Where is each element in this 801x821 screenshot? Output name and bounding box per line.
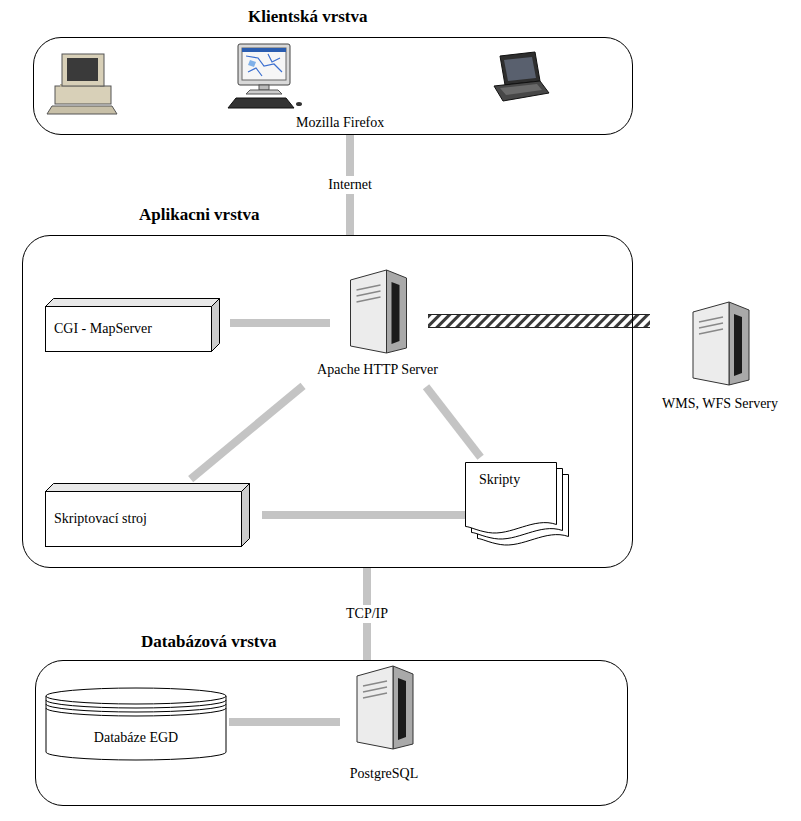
server-tower: [693, 302, 749, 385]
connector-line: [230, 319, 330, 327]
node-label: WMS, WFS Servery: [662, 396, 778, 412]
layer-panel: Databáze EGDPostgreSQLDatabázová vrstva: [35, 660, 628, 806]
connector: [191, 386, 303, 479]
hatch-fill: [428, 315, 650, 327]
pc-case: [55, 86, 111, 104]
connector-line: [346, 135, 354, 235]
connector: [350, 135, 351, 235]
browser-computer-icon: [228, 44, 302, 108]
server-stripe: [392, 282, 400, 344]
server-slot: [357, 291, 381, 296]
server-icon: Apache HTTP Server: [305, 266, 450, 382]
connector: [229, 722, 340, 723]
server-tower: [357, 666, 413, 749]
mouse: [296, 102, 302, 106]
layer-heading: Aplikacni vrstva: [139, 205, 259, 225]
component-box: CGI - MapServer: [45, 298, 220, 352]
monitor-stand: [259, 85, 269, 90]
connector-label: Internet: [325, 176, 375, 194]
pc-monitor: [62, 54, 104, 86]
layer-heading: Klientská vrstva: [248, 7, 367, 27]
title-bar: [242, 48, 286, 52]
box-side: [212, 299, 220, 352]
box-top: [46, 299, 220, 307]
laptop-lid: [500, 52, 540, 85]
cylinder-body: [46, 696, 226, 760]
server-icon: PostgreSQL: [328, 662, 440, 786]
node-label: PostgreSQL: [350, 766, 418, 782]
connector-line: [426, 387, 481, 458]
cylinder-disc: [46, 704, 226, 712]
connector: [230, 323, 330, 324]
node-label: Skripty: [479, 472, 520, 488]
component-box: Skriptovací stroj: [45, 483, 250, 547]
server-slot: [699, 329, 723, 334]
server-slot: [363, 687, 387, 692]
node-label: Databáze EGD: [94, 730, 178, 746]
server-side: [393, 666, 413, 749]
server-side: [387, 270, 407, 353]
node-label: CGI - MapServer: [54, 321, 152, 337]
connector: [426, 387, 481, 458]
laptop-icon: [494, 52, 549, 101]
node-label: Mozilla Firefox: [296, 115, 384, 131]
box-top: [46, 484, 250, 492]
database-cylinder-outline: [45, 686, 227, 762]
cylinder-disc: [46, 700, 226, 708]
database-cylinder: Databáze EGD: [45, 686, 227, 762]
server-front: [357, 666, 393, 749]
server-slot: [699, 317, 723, 322]
box-front: [46, 492, 242, 547]
connector-line: [262, 511, 465, 519]
node-label: Apache HTTP Server: [317, 362, 438, 378]
layer-panel: Mozilla FirefoxKlientská vrstva: [33, 37, 633, 135]
pc-screen: [67, 58, 98, 81]
desktop-computer-icon: [47, 54, 117, 114]
box-front: [46, 307, 212, 352]
hatched-connector: [428, 321, 650, 322]
server-slot: [363, 681, 387, 686]
client-computer: Mozilla Firefox: [228, 42, 400, 130]
layer-heading: Databázová vrstva: [141, 632, 277, 652]
map-area: [248, 60, 256, 67]
monitor: [238, 44, 290, 85]
server-slot: [699, 323, 723, 328]
cylinder-disc: [46, 708, 226, 716]
connector-line: [191, 386, 303, 479]
server-front: [351, 270, 387, 353]
laptop-screen: [504, 57, 536, 81]
screen: [242, 48, 286, 80]
layer-panel: CGI - MapServerApache HTTP ServerSkripto…: [22, 235, 633, 568]
pc-keyboard: [47, 106, 117, 114]
node-label: Skriptovací stroj: [54, 511, 147, 527]
server-stripe: [734, 314, 742, 376]
server-slot: [363, 693, 387, 698]
laptop-base: [494, 81, 549, 101]
monitor-base: [246, 90, 282, 94]
document-page: [466, 463, 557, 534]
hatch-outline: [428, 314, 650, 328]
connector-line: [363, 568, 371, 660]
connector-label: TCP/IP: [343, 605, 391, 623]
box-side: [242, 484, 250, 547]
laptop-keys: [500, 84, 542, 95]
connector-line: [229, 718, 340, 726]
script-documents: Skripty: [465, 462, 570, 548]
connector: [367, 568, 368, 660]
server-side: [729, 302, 749, 385]
server-slot: [357, 297, 381, 302]
cylinder-top: [46, 688, 226, 704]
keyboard: [228, 98, 294, 108]
server-icon: WMS, WFS Servery: [650, 298, 790, 416]
server-tower: [351, 270, 407, 353]
server-slot: [357, 285, 381, 290]
connector: [262, 515, 465, 516]
map-lines: [246, 54, 282, 76]
server-stripe: [398, 678, 406, 740]
server-front: [693, 302, 729, 385]
